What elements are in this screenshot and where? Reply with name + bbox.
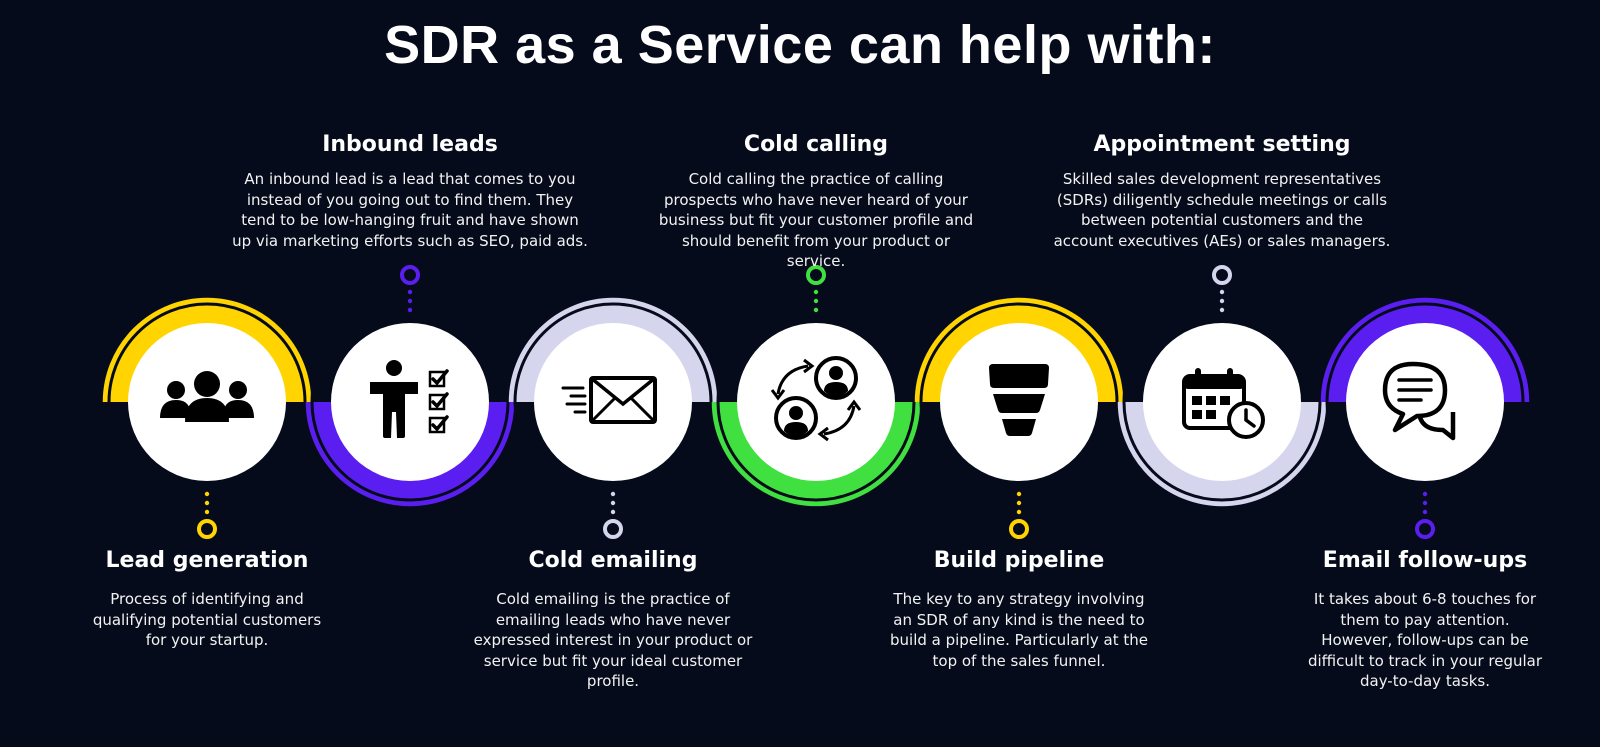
ring-outline-6: [1117, 401, 1327, 507]
connector-dot: [813, 298, 819, 304]
ring-outline-3: [508, 297, 718, 403]
ring-outline-5: [914, 297, 1124, 403]
connector-marker-3: [603, 519, 623, 539]
step-description: It takes about 6-8 touches for them to p…: [1307, 590, 1543, 690]
connector-marker-5: [1009, 519, 1029, 539]
connector-dot: [407, 307, 413, 313]
connector-marker-4: [806, 265, 826, 285]
ring-outline-7: [1320, 297, 1530, 403]
step-title: Cold calling: [743, 132, 889, 157]
connector-dot: [1016, 491, 1022, 497]
ring-outline-1: [102, 297, 312, 403]
connector-dot: [1219, 289, 1225, 295]
connector-dot: [1422, 500, 1428, 506]
connector-dot: [407, 289, 413, 295]
ring-gap-7: [1325, 302, 1525, 502]
connector-marker-6: [1212, 265, 1232, 285]
step-description: Skilled sales development representative…: [1053, 170, 1391, 250]
connector-dot: [813, 289, 819, 295]
ring-outline-4: [711, 401, 921, 507]
connector-marker-1: [197, 519, 217, 539]
step-description: Cold emailing is the practice of emailin…: [473, 590, 753, 690]
connector-dot: [610, 509, 616, 515]
connector-dot: [1016, 509, 1022, 515]
step-text-2: Inbound leads An inbound lead is a lead t…: [230, 132, 590, 251]
step-title: Build pipeline: [933, 548, 1105, 573]
step-text-7: Email follow-ups It takes about 6-8 touch…: [1245, 548, 1600, 692]
connector-marker-2: [400, 265, 420, 285]
connector-dot: [1219, 298, 1225, 304]
connector-dot: [204, 509, 210, 515]
step-description: The key to any strategy involving an SDR…: [890, 590, 1148, 670]
step-description: An inbound lead is a lead that comes to …: [232, 170, 588, 250]
step-description: Cold calling the practice of calling pro…: [658, 170, 974, 270]
connector-dot: [1422, 491, 1428, 497]
step-title: Lead generation: [105, 548, 309, 573]
connector-dot: [813, 307, 819, 313]
ring-outline-2: [305, 401, 515, 507]
ring-gap-5: [919, 302, 1119, 502]
connector-dot: [204, 491, 210, 497]
ring-gap-6: [1122, 302, 1322, 502]
step-title: Inbound leads: [322, 132, 498, 157]
connector-dot: [1219, 307, 1225, 313]
connector-dot: [407, 298, 413, 304]
ring-gap-2: [310, 302, 510, 502]
step-title: Email follow-ups: [1322, 548, 1528, 573]
step-title: Appointment setting: [1093, 132, 1351, 157]
ring-gap-4: [716, 302, 916, 502]
ring-gap-1: [107, 302, 307, 502]
step-disc-4: [737, 323, 895, 481]
connector-marker-7: [1415, 519, 1435, 539]
page-title: SDR as a Service can help with:: [384, 15, 1216, 75]
step-description: Process of identifying and qualifying po…: [92, 590, 322, 649]
step-title: Cold emailing: [528, 548, 698, 573]
connector-dot: [1016, 500, 1022, 506]
step-disc-2: [331, 323, 489, 481]
connector-dot: [1422, 509, 1428, 515]
connector-dot: [610, 500, 616, 506]
connector-dot: [610, 491, 616, 497]
ring-gap-3: [513, 302, 713, 502]
connector-dot: [204, 500, 210, 506]
